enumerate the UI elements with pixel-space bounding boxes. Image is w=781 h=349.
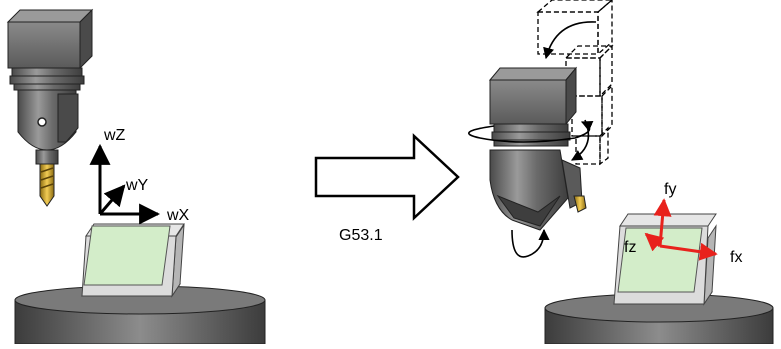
spindle-head-left [6,8,94,207]
axis-label-wz: wZ [103,127,126,144]
workpiece-block-right [613,213,717,306]
ghost-head-outline [536,0,614,166]
rotation-arrow-ring [468,120,594,143]
transition-arrow [314,133,460,221]
command-label: G53.1 [339,227,383,244]
axis-label-fy: fy [664,181,676,198]
rotation-arrow-bottom [511,228,550,258]
workpiece-block-left [81,223,185,298]
workpiece-axes: wZ wY wX [89,127,190,225]
spindle-head-rotated [488,66,587,231]
right-scene: fy fz fx [468,0,774,345]
rotation-arrow-mid [571,119,590,161]
axis-label-fz: fz [624,239,636,256]
feature-axes: fy fz fx [624,181,742,266]
axis-label-wx: wX [166,207,190,224]
rotary-table-left [14,285,266,345]
rotation-arrows [468,21,597,258]
rotation-arrow-top [543,21,597,60]
transition: G53.1 [314,133,460,244]
axis-label-wy: wY [125,177,149,194]
rotary-table-right [544,293,774,345]
left-scene: wZ wY wX [6,8,266,345]
axis-label-fx: fx [730,249,742,266]
